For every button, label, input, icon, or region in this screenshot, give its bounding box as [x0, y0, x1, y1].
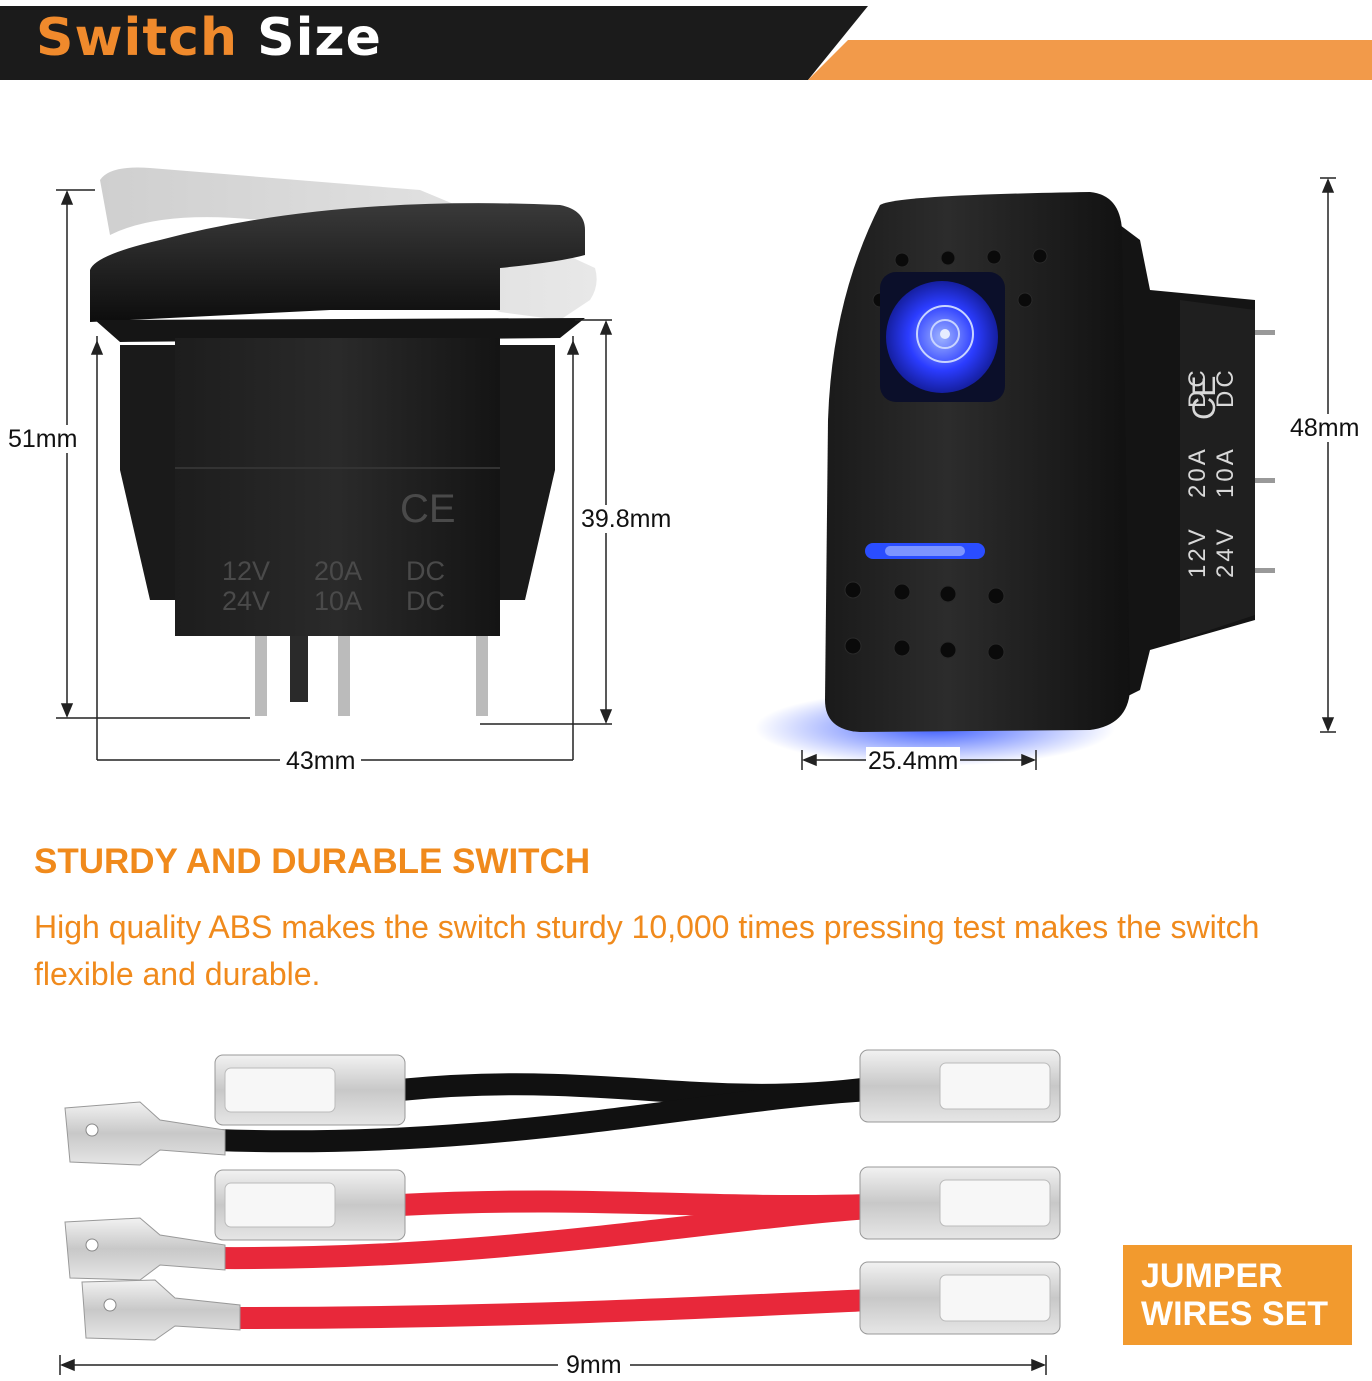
terminal-pin	[290, 636, 308, 702]
left-switch-body	[175, 338, 500, 636]
left-rating-dc2: DC	[406, 586, 445, 616]
black-wire-bottom	[204, 1079, 881, 1153]
red-wire-2	[204, 1197, 881, 1270]
left-flange	[95, 318, 585, 342]
right-rating-20a: 20A	[1184, 446, 1211, 498]
jumper-wires	[64, 1049, 1061, 1341]
left-ce-mark: CE	[400, 487, 456, 531]
dim-label-43mm: 43mm	[280, 747, 362, 775]
right-rating-dc1: DC	[1184, 367, 1211, 408]
terminal-pin	[255, 636, 267, 716]
left-side-clip	[120, 345, 175, 600]
left-rating-10a: 10A	[314, 586, 362, 616]
right-rating-12v: 12V	[1184, 526, 1211, 578]
male-spade-connector	[81, 1279, 241, 1341]
badge-line-1: JUMPER	[1141, 1257, 1283, 1295]
left-switch: CE 12V 20A DC 24V 10A DC	[90, 167, 597, 716]
feature-description: High quality ABS makes the switch sturdy…	[34, 909, 1260, 992]
female-connector	[214, 1054, 406, 1126]
left-rating-24v: 24V	[222, 586, 270, 616]
female-connector	[859, 1261, 1061, 1335]
terminal-pin	[476, 636, 488, 716]
wire-length-dimension	[59, 1355, 1047, 1375]
left-rocker-cap	[90, 203, 585, 322]
dim-label-48mm: 48mm	[1290, 414, 1360, 442]
badge-line-2: WIRES SET	[1141, 1295, 1329, 1333]
jumper-wires-badge: JUMPER WIRES SET	[1123, 1245, 1352, 1345]
feature-heading: STURDY AND DURABLE SWITCH	[34, 842, 591, 881]
right-rating-10a: 10A	[1212, 446, 1239, 498]
right-side-clip	[500, 345, 555, 600]
male-spade-connector	[64, 1101, 226, 1166]
banner-shape	[0, 6, 1372, 80]
title-word-size: Size	[257, 8, 382, 68]
left-rating-dc1: DC	[406, 556, 445, 586]
dim-label-51mm: 51mm	[8, 425, 78, 453]
male-spade-connector	[64, 1217, 226, 1281]
female-connector	[859, 1049, 1061, 1123]
left-rating-20a: 20A	[314, 556, 362, 586]
left-dimension-lines	[56, 189, 613, 761]
female-connector	[214, 1169, 406, 1241]
title-word-switch: Switch	[36, 8, 239, 68]
right-rating-24v: 24V	[1212, 526, 1239, 578]
terminal-pin	[338, 636, 350, 716]
red-wire-3	[224, 1289, 881, 1329]
page-title: Switch Size	[36, 8, 382, 68]
female-connector	[859, 1166, 1061, 1240]
dim-label-25-4mm: 25.4mm	[866, 747, 961, 775]
dim-label-9mm: 9mm	[558, 1351, 630, 1379]
right-ce-mark: CE	[1186, 376, 1222, 420]
dim-label-39-8mm: 39.8mm	[581, 505, 672, 533]
header-banner: Switch Size	[0, 0, 1372, 82]
left-rating-12v: 12V	[222, 556, 270, 586]
right-switch: 12V 20A DC 24V 10A DC CE	[755, 192, 1275, 766]
right-rating-dc2: DC	[1212, 367, 1239, 408]
